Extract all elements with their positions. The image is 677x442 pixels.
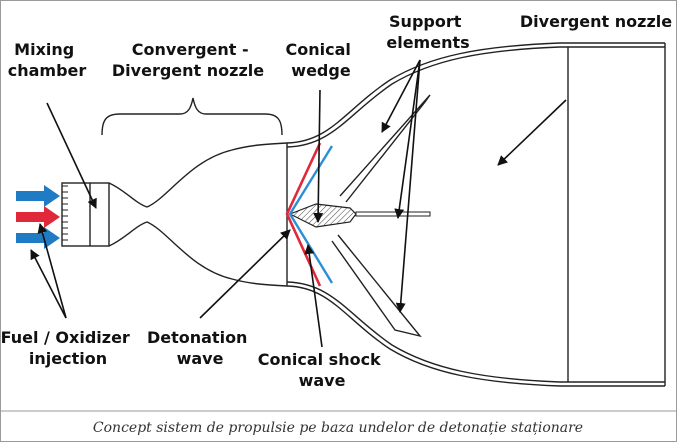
shock-wave-line <box>288 145 334 284</box>
cd-nozzle-brace <box>101 97 283 136</box>
figure-caption: Concept sistem de propulsie pe baza unde… <box>93 420 583 436</box>
fuel-arrow-icon-2 <box>16 227 60 249</box>
label-divergent-nozzle: Divergent nozzle <box>520 12 672 31</box>
detonation-wave-line <box>285 142 322 287</box>
label-mixing-chamber: Mixing chamber <box>8 40 87 80</box>
label-support-elements: Support elements <box>386 12 469 52</box>
label-cd-nozzle: Convergent - Divergent nozzle <box>112 40 264 80</box>
divergent-nozzle-shape <box>286 42 666 387</box>
fuel-arrow-icon <box>16 185 60 207</box>
injection-arrows <box>16 185 60 249</box>
pointer-arrows <box>30 59 567 348</box>
oxidizer-arrow-icon <box>16 206 60 228</box>
label-conical-wedge: Conical wedge <box>286 40 357 80</box>
support-struts <box>331 94 431 338</box>
label-conical-shock: Conical shock wave <box>258 350 387 390</box>
label-detonation-wave: Detonation wave <box>147 328 253 368</box>
label-fuel-injection: Fuel / Oxidizer injection <box>1 328 136 368</box>
